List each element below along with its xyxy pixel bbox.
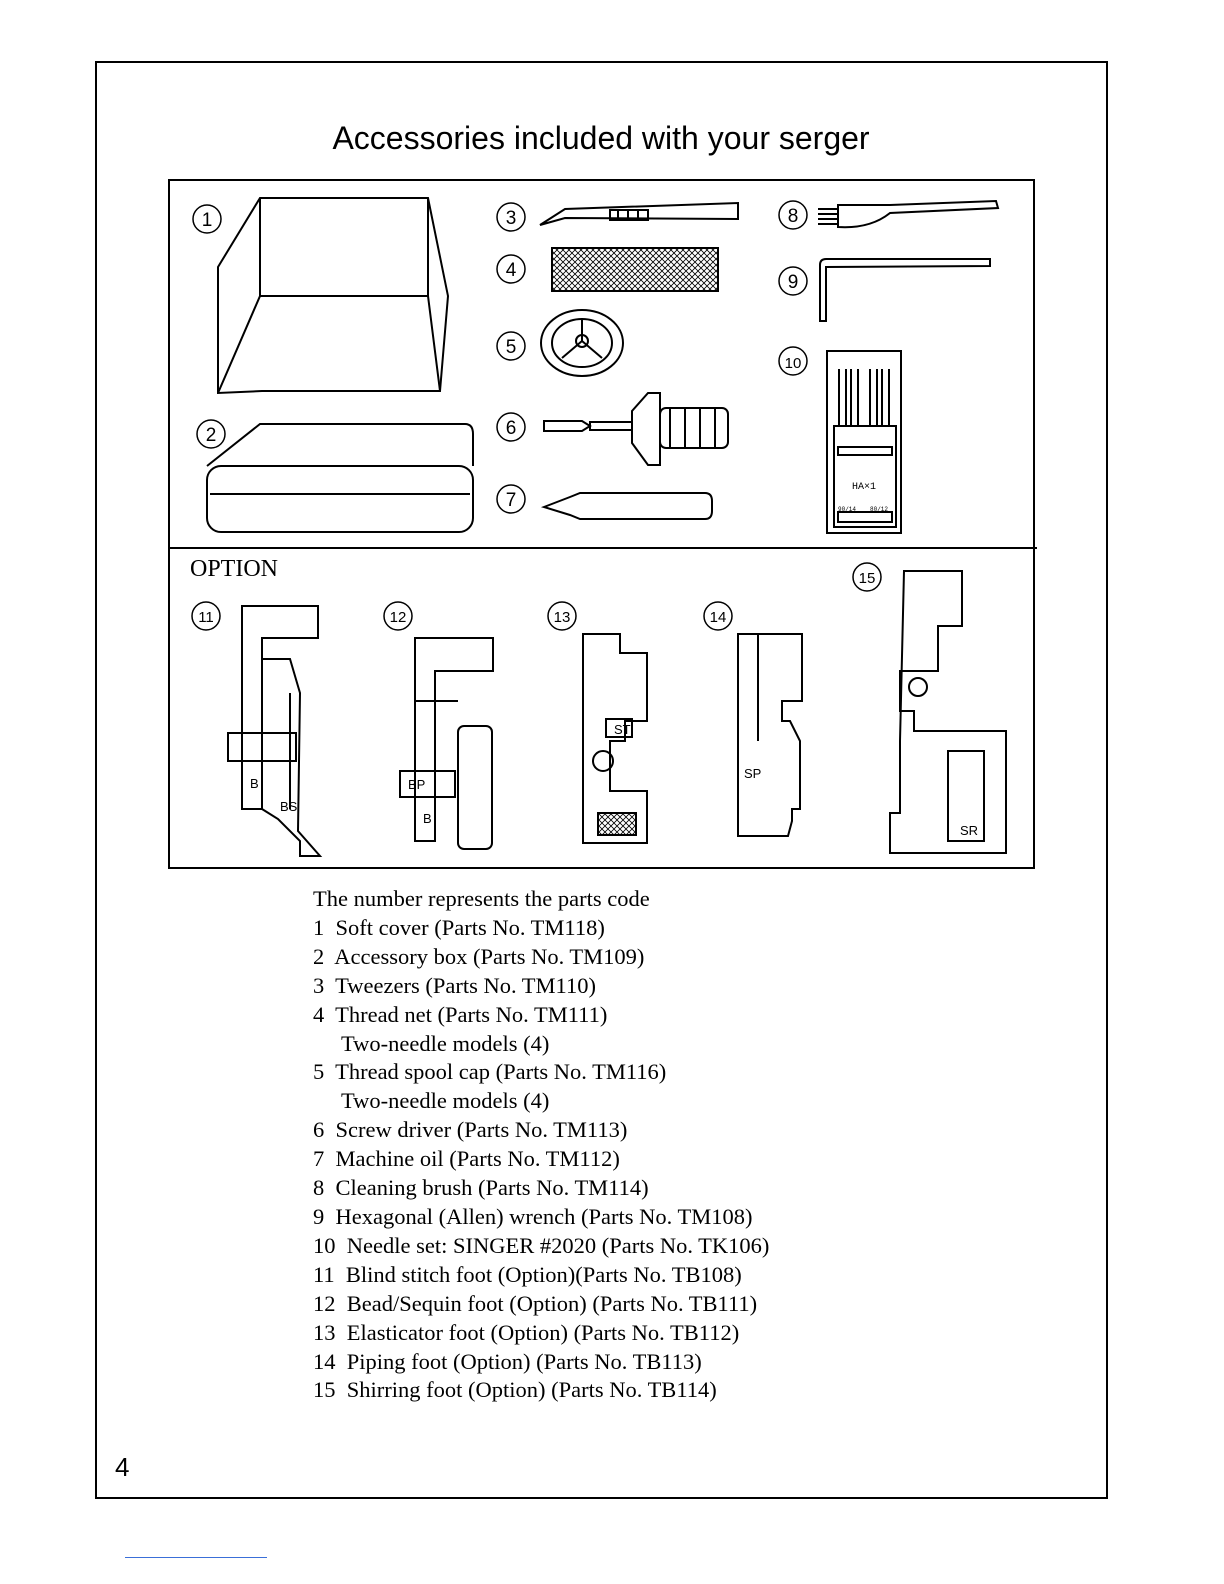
foot-label-st: ST	[614, 722, 631, 737]
legend-item: 8 Cleaning brush (Parts No. TM114)	[313, 1175, 649, 1201]
legend-item: 3 Tweezers (Parts No. TM110)	[313, 972, 596, 998]
screwdriver-drawing	[543, 392, 729, 466]
callout-14: 14	[703, 601, 733, 631]
parts-legend: The number represents the parts code 1 S…	[313, 885, 769, 1405]
footer-link-underline[interactable]	[125, 1557, 267, 1558]
svg-text:2: 2	[206, 425, 217, 446]
svg-text:4: 4	[506, 260, 517, 281]
foot-label-sp: SP	[744, 766, 761, 781]
legend-item: 5 Thread spool cap (Parts No. TM116)	[313, 1059, 667, 1085]
foot-label-sr: SR	[960, 823, 978, 838]
legend-subitem: Two-needle models (4)	[341, 1030, 550, 1056]
page-frame	[95, 61, 1108, 1499]
svg-text:13: 13	[554, 609, 571, 626]
legend-item: 12 Bead/Sequin foot (Option) (Parts No. …	[313, 1290, 758, 1316]
callout-2: 2	[196, 419, 226, 449]
needle-set-drawing	[826, 350, 902, 534]
accessories-figure: 1 2 3 4 5 6 7 8 9 10 11 12 13 14 15 B BS…	[168, 179, 1037, 869]
foot-label-bs: BS	[280, 799, 298, 814]
svg-text:3: 3	[506, 208, 517, 229]
svg-text:5: 5	[506, 337, 517, 358]
callout-5: 5	[496, 331, 526, 361]
foot-label-bp: BP	[408, 777, 425, 792]
callout-11: 11	[191, 601, 221, 631]
svg-text:12: 12	[390, 609, 407, 626]
legend-item: 11 Blind stitch foot (Option)(Parts No. …	[313, 1261, 742, 1287]
blind-stitch-foot-drawing	[227, 605, 323, 857]
soft-cover-drawing	[217, 197, 450, 395]
tweezers-drawing	[539, 201, 739, 226]
bead-sequin-foot-drawing	[399, 637, 494, 850]
machine-oil-drawing	[540, 492, 713, 520]
legend-item: 15 Shirring foot (Option) (Parts No. TB1…	[313, 1377, 717, 1403]
legend-item: 10 Needle set: SINGER #2020 (Parts No. T…	[313, 1232, 770, 1258]
accessories-illustration: 1 2 3 4 5 6 7 8 9 10 11 12 13 14 15 B BS…	[170, 197, 1037, 857]
piping-foot-drawing	[737, 633, 803, 837]
callout-10: 10	[778, 346, 808, 376]
svg-text:11: 11	[198, 609, 214, 626]
callout-6: 6	[496, 412, 526, 442]
svg-text:10: 10	[785, 355, 802, 372]
legend-intro: The number represents the parts code	[313, 886, 650, 911]
foot-label-b2: B	[423, 811, 432, 826]
thread-net-drawing	[551, 247, 719, 292]
legend-item: 14 Piping foot (Option) (Parts No. TB113…	[313, 1348, 702, 1374]
legend-item: 1 Soft cover (Parts No. TM118)	[313, 914, 605, 940]
legend-item: 6 Screw driver (Parts No. TM113)	[313, 1117, 628, 1143]
needle-pack-label: HA×1	[852, 482, 876, 493]
legend-item: 13 Elasticator foot (Option) (Parts No. …	[313, 1319, 740, 1345]
option-label: OPTION	[190, 556, 278, 582]
elasticator-foot-drawing	[582, 633, 648, 844]
foot-label-b: B	[250, 776, 259, 791]
callout-13: 13	[547, 601, 577, 631]
svg-text:8: 8	[788, 206, 799, 227]
callout-7: 7	[496, 484, 526, 514]
legend-item: 7 Machine oil (Parts No. TM112)	[313, 1146, 620, 1172]
callout-8: 8	[778, 200, 808, 230]
cleaning-brush-drawing	[818, 199, 1000, 229]
svg-text:7: 7	[506, 490, 517, 511]
legend-subitem: Two-needle models (4)	[341, 1088, 550, 1114]
svg-text:14: 14	[710, 609, 727, 626]
legend-item: 2 Accessory box (Parts No. TM109)	[313, 943, 645, 969]
accessory-box-drawing	[206, 423, 474, 533]
page-title: Accessories included with your serger	[332, 120, 870, 156]
svg-text:1: 1	[202, 210, 213, 231]
shirring-foot-drawing	[889, 570, 1007, 854]
callout-9: 9	[778, 266, 808, 296]
page-number: 4	[115, 1452, 130, 1482]
allen-wrench-drawing	[819, 258, 991, 322]
callout-3: 3	[496, 202, 526, 232]
needle-size-left: 90/14	[838, 506, 856, 513]
callout-4: 4	[496, 254, 526, 284]
thread-spool-cap-drawing	[540, 309, 624, 377]
svg-text:6: 6	[506, 418, 517, 439]
legend-item: 4 Thread net (Parts No. TM111)	[313, 1001, 608, 1027]
needle-size-right: 80/12	[870, 506, 888, 513]
callout-12: 12	[383, 601, 413, 631]
svg-text:9: 9	[788, 272, 799, 293]
legend-item: 9 Hexagonal (Allen) wrench (Parts No. TM…	[313, 1203, 753, 1229]
callout-1: 1	[192, 204, 222, 234]
callout-15: 15	[852, 562, 882, 592]
svg-text:15: 15	[859, 570, 876, 587]
